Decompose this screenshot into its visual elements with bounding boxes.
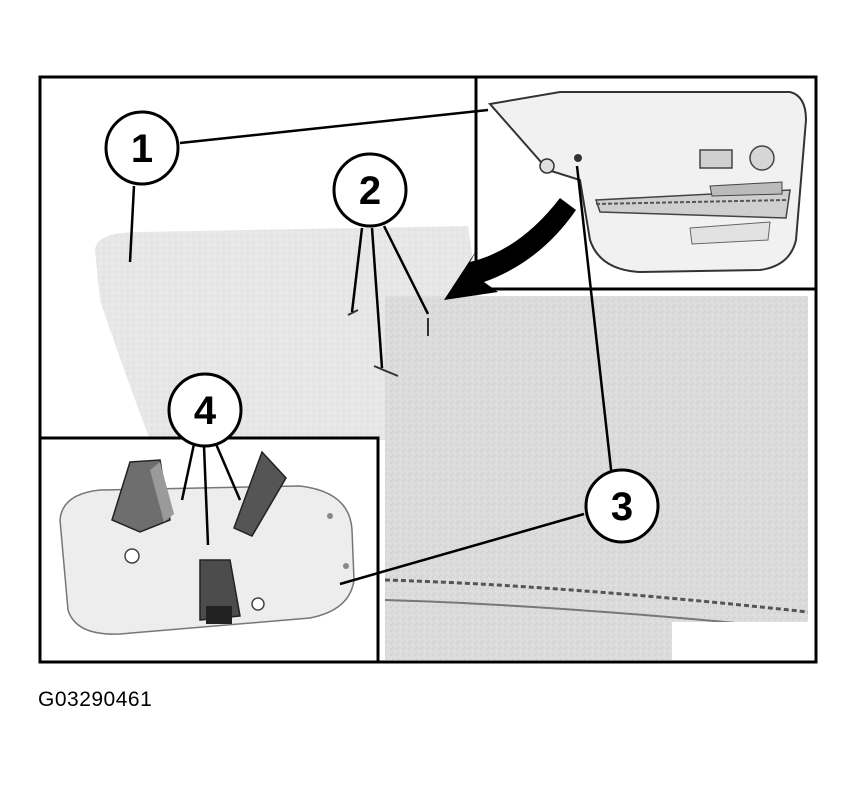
direction-arrow <box>444 198 576 300</box>
clip-detail-inset <box>38 436 380 664</box>
svg-text:3: 3 <box>611 485 633 529</box>
figure-id-caption: G03290461 <box>38 688 153 711</box>
leader-lines <box>128 108 614 586</box>
callout-4: 4 <box>167 372 243 448</box>
callout-2: 2 <box>332 152 408 228</box>
callout-3: 3 <box>584 468 660 544</box>
svg-text:4: 4 <box>194 389 217 433</box>
svg-text:1: 1 <box>131 127 153 171</box>
callout-1: 1 <box>104 110 180 186</box>
svg-text:2: 2 <box>359 169 381 213</box>
